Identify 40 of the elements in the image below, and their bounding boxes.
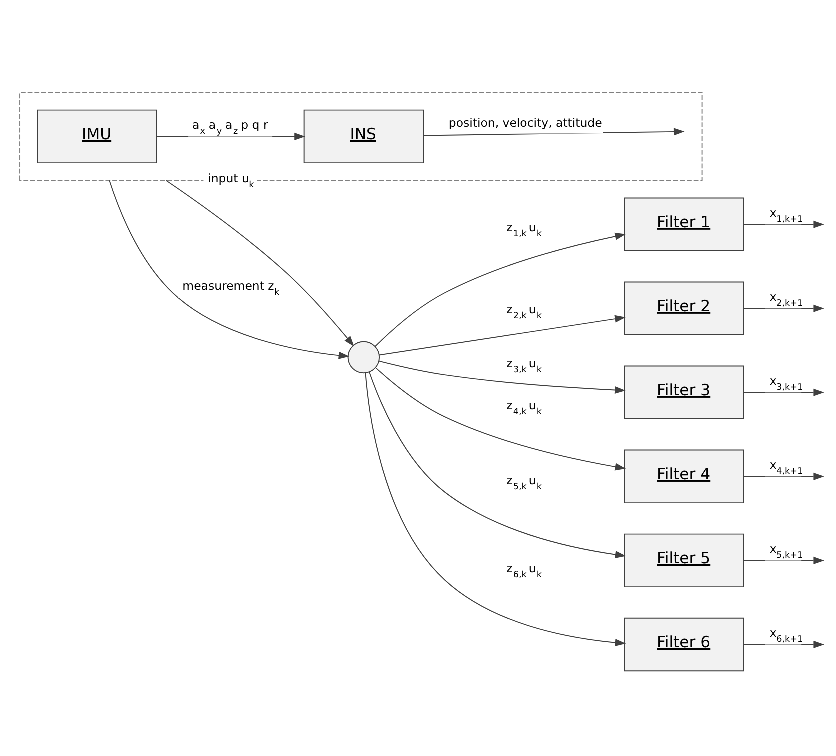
arrow [156, 132, 306, 140]
edge-label: x$_{6,k+1}$ [770, 626, 804, 645]
node-circle [348, 341, 380, 374]
node-box: Filter 6 [624, 618, 744, 672]
node-box: Filter 4 [624, 450, 744, 504]
edge-label: x$_{3,k+1}$ [770, 374, 804, 393]
node-box: IMU [37, 110, 158, 164]
edge-label: input u$_{k}$ [208, 172, 254, 191]
arrow [378, 315, 626, 356]
arrow [744, 472, 824, 480]
edge-label: z$_{5,k}$ u$_{k}$ [506, 474, 542, 493]
arrow [374, 232, 626, 348]
edge-label: position, velocity, attitude [448, 116, 602, 130]
edge-label: x$_{4,k+1}$ [770, 458, 804, 477]
edge-label: z$_{3,k}$ u$_{k}$ [506, 356, 542, 376]
arrow [166, 180, 354, 347]
node-box: Filter 3 [624, 366, 744, 420]
edge-label: measurement z$_{k}$ [182, 279, 280, 298]
arrow [378, 360, 626, 394]
arrow [365, 372, 626, 647]
edge-label: x$_{5,k+1}$ [770, 542, 804, 561]
arrow [375, 367, 626, 471]
node-box: Filter 2 [624, 282, 744, 336]
arrow [109, 180, 350, 360]
edge-label: x$_{2,k+1}$ [770, 290, 804, 309]
edge-label: x$_{1,k+1}$ [770, 206, 804, 225]
node-box: INS [304, 110, 424, 164]
arrow [744, 556, 824, 564]
edge-label: a$_{x}$ a$_{y}$ a$_{z}$ p q r [192, 118, 268, 137]
edge-label: z$_{4,k}$ u$_{k}$ [506, 398, 542, 418]
arrow [744, 388, 824, 396]
node-box: Filter 1 [624, 198, 744, 252]
arrow [744, 304, 824, 312]
edge-label: z$_{1,k}$ u$_{k}$ [506, 220, 542, 240]
edge-label: z$_{6,k}$ u$_{k}$ [506, 562, 542, 581]
arrow [744, 220, 824, 228]
arrow [369, 372, 626, 558]
edge-label: z$_{2,k}$ u$_{k}$ [506, 302, 542, 322]
arrow [744, 640, 824, 648]
node-box: Filter 5 [624, 534, 744, 588]
